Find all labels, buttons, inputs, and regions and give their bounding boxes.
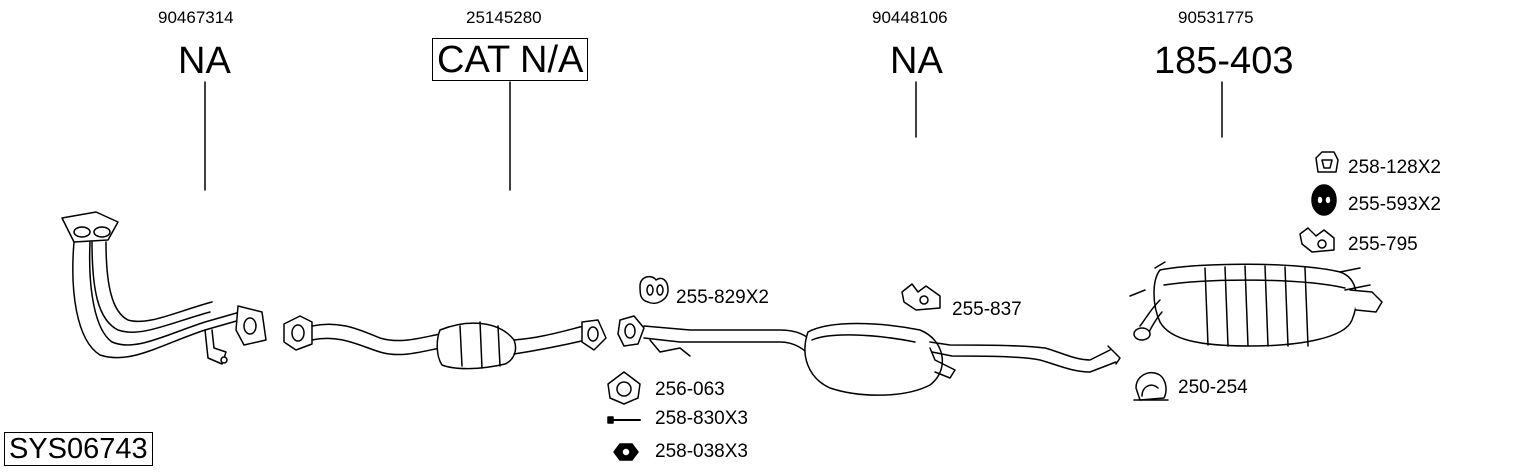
part-code-2: CAT N/A [432,38,589,81]
accessory-label: 256-063 [655,379,725,400]
bracket-mount-icon [1299,227,1335,253]
accessory-label: 255-795 [1348,234,1418,255]
nut-icon [613,443,639,461]
pipe-clamp-icon [1133,372,1169,401]
rubber-ring-mount-icon [1311,184,1337,216]
accessory-label: 258-038X3 [655,441,748,462]
front-pipe-drawing [61,211,267,365]
part-code-4: 185-403 [1154,40,1294,82]
flange-gasket-icon [607,371,641,405]
accessory-label: 255-829X2 [676,287,769,308]
bracket-mount-icon [901,283,941,311]
accessory-label: 250-254 [1178,377,1248,398]
accessory-label: 255-593X2 [1348,194,1441,215]
accessory-label: 258-830X3 [655,408,748,429]
bolt-icon [607,416,641,424]
part-number-2: 25145280 [466,8,542,27]
gasket-twin-icon [639,275,669,304]
accessory-label: 258-128X2 [1348,157,1441,178]
centre-silencer-drawing [617,315,1121,396]
rubber-hanger-icon [1315,151,1339,173]
part-code-1: NA [178,40,231,82]
diagram-id-label: SYS06743 [4,432,153,466]
catalytic-converter-drawing [283,315,607,370]
part-number-4: 90531775 [1178,8,1254,27]
rear-silencer-drawing [1129,261,1383,347]
part-number-3: 90448106 [872,8,948,27]
accessory-label: 255-837 [952,299,1022,320]
part-code-3: NA [890,40,943,82]
part-number-1: 90467314 [158,8,234,27]
